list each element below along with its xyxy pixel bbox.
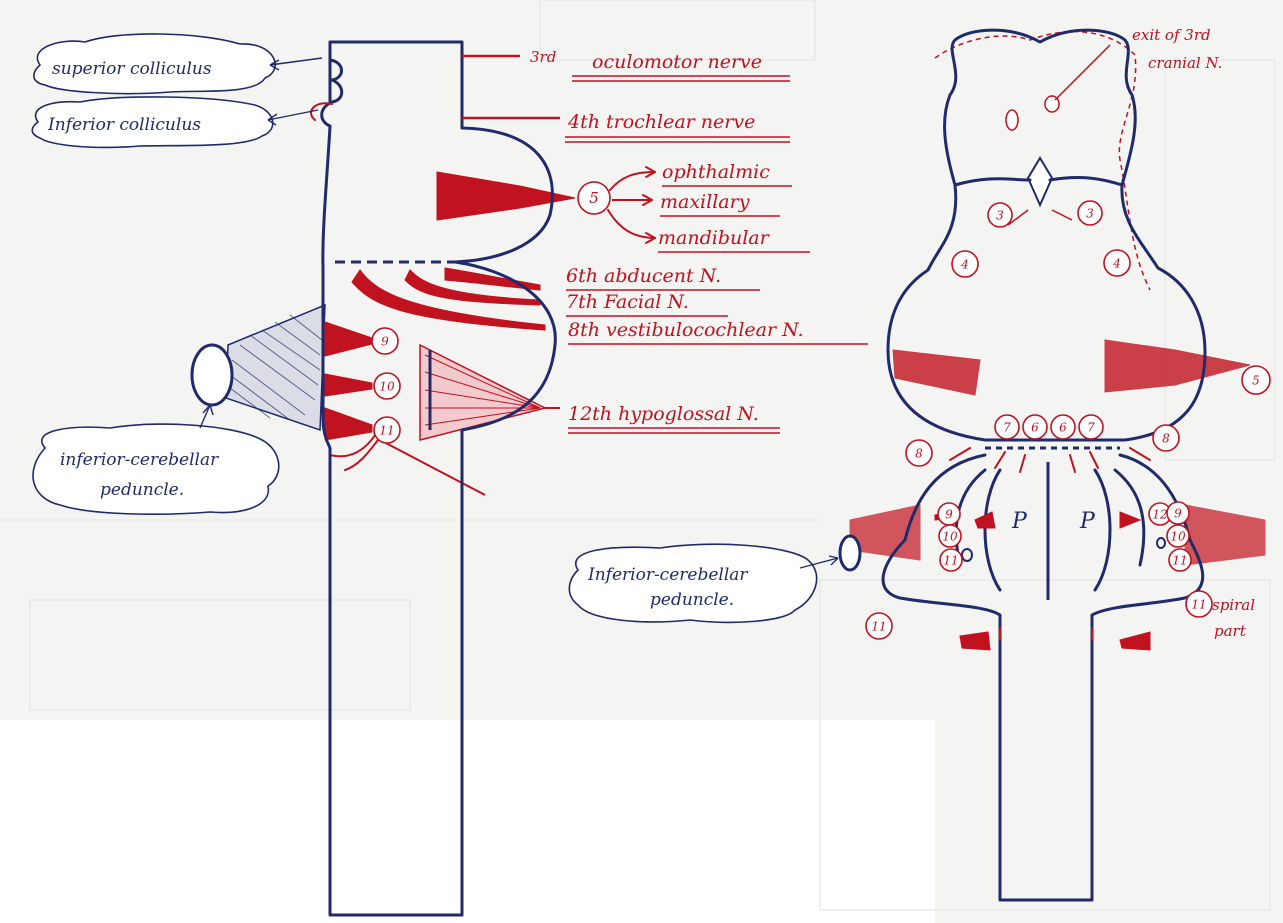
- circle-c8_left-label: 8: [915, 447, 923, 461]
- pyramid-left-label: P: [1011, 509, 1028, 534]
- exit-3rd-label-2: cranial N.: [1148, 54, 1222, 72]
- circle-c11_left-label: 11: [943, 554, 958, 568]
- circle-c3_right-label: 3: [1086, 207, 1094, 221]
- superior-colliculus-label: superior colliculus: [52, 59, 212, 79]
- inferior-cerebellar-peduncle-label-right-2: peduncle.: [650, 590, 734, 610]
- circle-c9_left-label: 9: [945, 508, 953, 522]
- inferior-cerebellar-peduncle-label-left-2: peduncle.: [100, 480, 184, 500]
- circle-c6_a-label: 6: [1031, 421, 1039, 435]
- facial-label: 7th Facial N.: [566, 291, 689, 313]
- circle-c10_left-label: 10: [942, 530, 958, 544]
- spiral-part-label-1: spiral: [1212, 596, 1255, 614]
- vestibulocochlear-label: 8th vestibulocochlear N.: [568, 319, 804, 341]
- n3-ordinal: 3rd: [530, 48, 556, 66]
- circle-10-left-label: 10: [379, 380, 395, 394]
- hypoglossal-label: 12th hypoglossal N.: [568, 403, 759, 425]
- circle-c11_right-label: 11: [1172, 554, 1187, 568]
- trochlear-nerve-label: 4th trochlear nerve: [567, 111, 755, 133]
- circle-11-left-label: 11: [379, 424, 394, 438]
- circle-c12_right-label: 12: [1152, 508, 1167, 522]
- peduncle-stump: [192, 345, 232, 405]
- spiral-part-label-2: part: [1214, 622, 1247, 640]
- circle-5-left-label: 5: [589, 189, 599, 207]
- oculomotor-nerve-label: oculomotor nerve: [592, 51, 762, 73]
- inferior-cerebellar-peduncle-label-left-1: inferior-cerebellar: [60, 450, 219, 470]
- maxillary-label: maxillary: [660, 191, 750, 213]
- circle-c10_right-label: 10: [1170, 530, 1186, 544]
- abducent-label: 6th abducent N.: [566, 265, 721, 287]
- pyramid-right-label: P: [1079, 509, 1096, 534]
- circle-c3_left-label: 3: [996, 209, 1004, 223]
- circle-c4_right-label: 4: [1112, 257, 1121, 271]
- circle-c9_right-label: 9: [1174, 507, 1182, 521]
- circle-c7_b-label: 7: [1087, 421, 1095, 435]
- circle-c7_a-label: 7: [1003, 421, 1011, 435]
- inferior-colliculus-label: Inferior colliculus: [47, 115, 201, 135]
- circle-c4_left-label: 4: [960, 258, 969, 272]
- circle-c6_b-label: 6: [1059, 421, 1067, 435]
- circle-c8_right-label: 8: [1162, 432, 1170, 446]
- exit-3rd-label-1: exit of 3rd: [1132, 26, 1211, 44]
- inferior-cerebellar-peduncle-label-right-1: Inferior-cerebellar: [587, 565, 748, 585]
- mandibular-label: mandibular: [658, 227, 771, 249]
- ophthalmic-label: ophthalmic: [662, 161, 770, 183]
- circle-9-left-label: 9: [381, 335, 389, 349]
- circle-c11_bottom_left-label: 11: [871, 620, 886, 634]
- circle-c11_bottom_right-label: 11: [1191, 598, 1206, 612]
- circle-c5-label: 5: [1252, 374, 1260, 388]
